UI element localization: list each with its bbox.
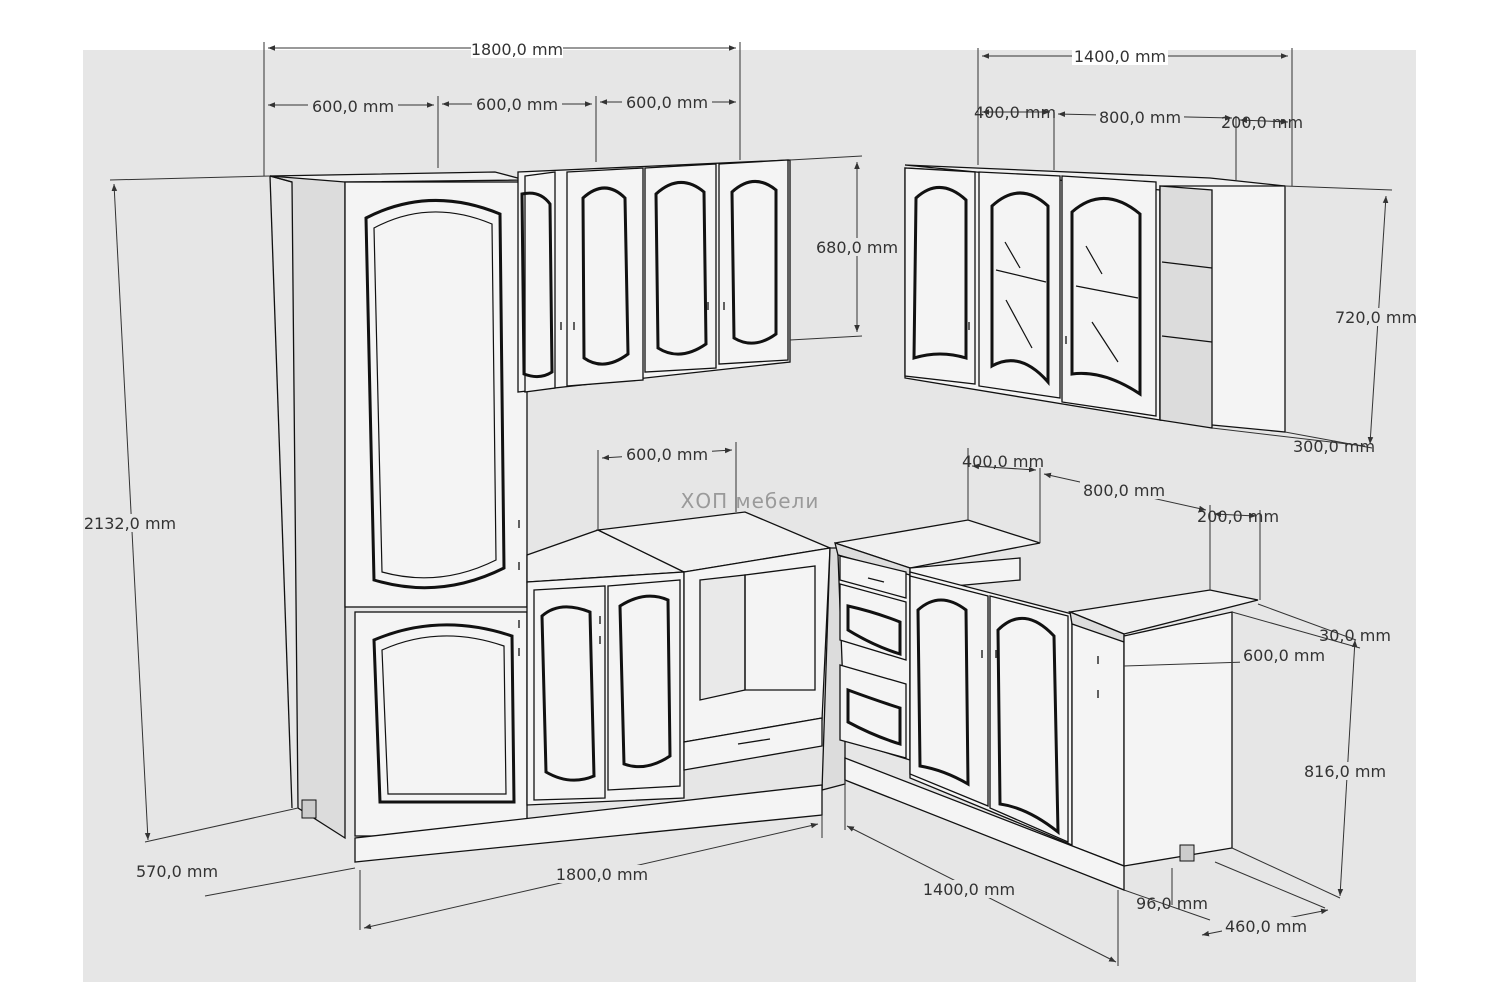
dim-right-upper-depth: 300,0 mm — [1293, 437, 1375, 456]
tall-cabinet-leg — [301, 799, 317, 819]
dim-right-top-seg-1: 400,0 mm — [974, 103, 1056, 122]
top-band — [83, 30, 1416, 50]
dim-oven-width: 600,0 mm — [626, 445, 708, 464]
dim-top-seg-1: 600,0 mm — [312, 97, 394, 116]
upper-right-cabinets — [904, 164, 1286, 433]
dim-tall-height: 2132,0 mm — [84, 514, 176, 533]
dim-countertop-thickness: 30,0 mm — [1319, 626, 1391, 645]
right-cabinet-leg — [1179, 844, 1195, 862]
dim-right-base-seg-3: 200,0 mm — [1197, 507, 1279, 526]
tall-cabinet — [269, 171, 528, 840]
dim-right-upper-height: 720,0 mm — [1335, 308, 1417, 327]
dim-base-depth: 600,0 mm — [1243, 646, 1325, 665]
dim-right-top-total: 1400,0 mm — [1074, 47, 1166, 66]
dim-right-top-seg-3: 200,0 mm — [1221, 113, 1303, 132]
corner-logo-mark — [84, 10, 130, 30]
dim-bottom-left-width: 1800,0 mm — [556, 865, 648, 884]
dim-bottom-right-width: 1400,0 mm — [923, 880, 1015, 899]
upper-left-cabinets — [517, 159, 791, 393]
dim-top-seg-3: 600,0 mm — [626, 93, 708, 112]
dim-base-height: 816,0 mm — [1304, 762, 1386, 781]
dim-top-width-total: 1800,0 mm — [471, 40, 563, 59]
dim-left-depth: 570,0 mm — [136, 862, 218, 881]
dim-base-depth-bottom: 460,0 mm — [1225, 917, 1307, 936]
dim-right-top-seg-2: 800,0 mm — [1099, 108, 1181, 127]
dim-plinth-height: 96,0 mm — [1136, 894, 1208, 913]
dimension-labels: 1800,0 mm 600,0 mm 600,0 mm 600,0 mm 213… — [84, 40, 1417, 936]
dim-right-base-seg-1: 400,0 mm — [962, 452, 1044, 471]
dim-top-seg-2: 600,0 mm — [476, 95, 558, 114]
dim-upper-left-height: 680,0 mm — [816, 238, 898, 257]
watermark-text: ХОП мебели — [681, 489, 820, 513]
dim-right-base-seg-2: 800,0 mm — [1083, 481, 1165, 500]
